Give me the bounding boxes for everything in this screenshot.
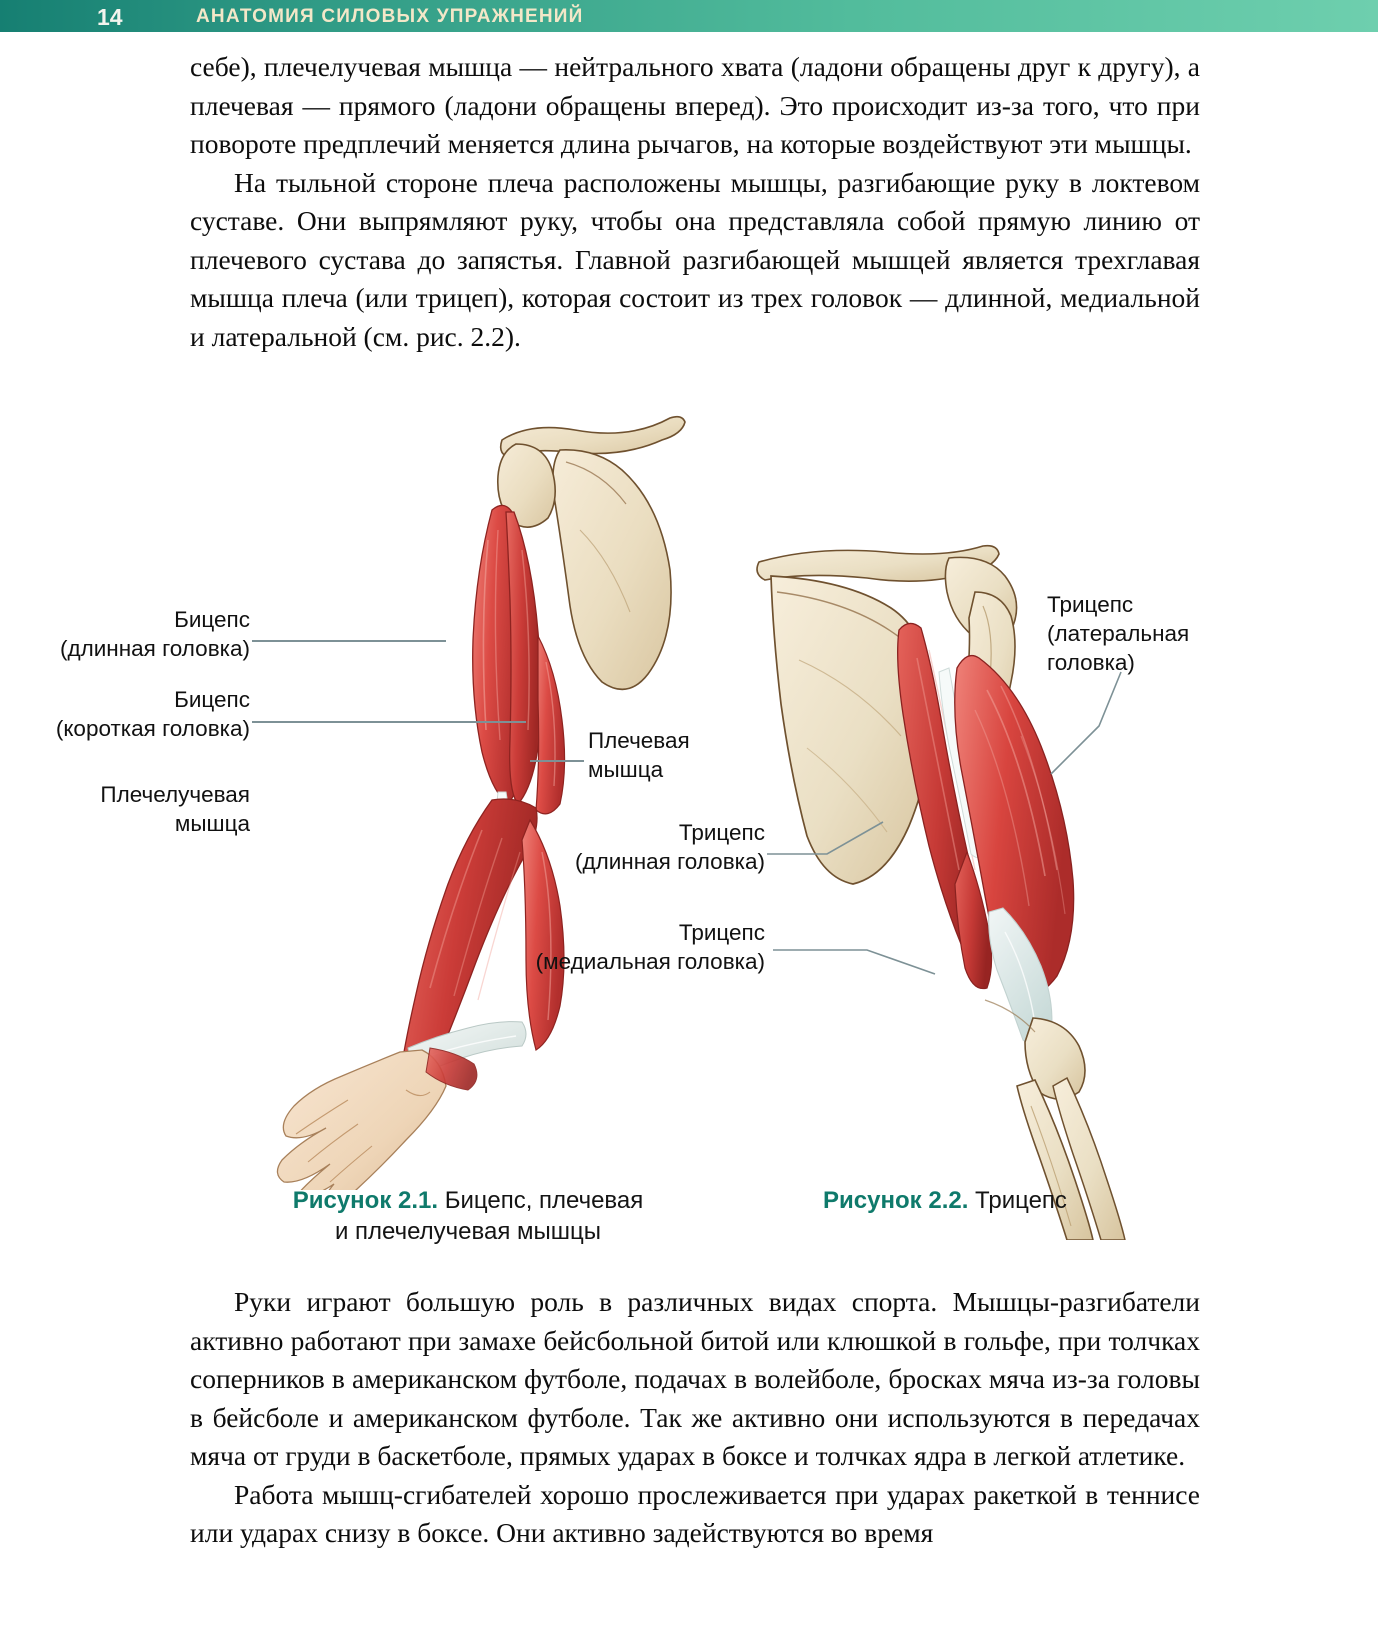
leader-line-biceps-short-head <box>252 721 526 723</box>
label-line: Плечелучевая <box>100 782 250 807</box>
leader-line-triceps-long-head <box>767 821 884 855</box>
label-line: (длинная головка) <box>59 636 250 661</box>
label-line: головка) <box>1047 650 1135 675</box>
label-line: мышца <box>588 757 664 782</box>
caption-number: Рисунок 2.1. <box>292 1187 439 1214</box>
running-header: 14 АНАТОМИЯ СИЛОВЫХ УПРАЖНЕНИЙ <box>0 0 1378 32</box>
label-biceps-short-head: Бицепс (короткая головка) <box>0 685 250 743</box>
figure-area: Бицепс (длинная головка) Бицепс (коротка… <box>0 400 1378 1260</box>
label-line: Плечевая <box>588 728 690 753</box>
paragraph: На тыльной стороне плеча расположены мыш… <box>190 166 1200 352</box>
caption-line: Рисунок 2.1. Бицепс, плечевая <box>228 1185 708 1216</box>
caption-number: Рисунок 2.2. <box>823 1187 969 1214</box>
label-brachioradialis: Плечелучевая мышца <box>15 780 250 838</box>
label-line: Бицепс <box>174 607 250 632</box>
label-line: Трицепс <box>678 820 765 845</box>
label-line: Трицепс <box>1047 592 1134 617</box>
label-line: (медиальная головка) <box>535 949 765 974</box>
figure-2-2: Трицепс (латеральная головка) Трицепс (д… <box>536 540 1189 1240</box>
label-triceps-lateral-head: Трицепс (латеральная головка) <box>1047 590 1257 677</box>
caption-figure-2-1: Рисунок 2.1. Бицепс, плечевая и плечелуч… <box>228 1185 708 1247</box>
label-triceps-medial-head: Трицепс (медиальная головка) <box>515 918 765 976</box>
leader-line-triceps-medial-head <box>773 949 936 975</box>
paragraph: себе), плечелучевая мышца — нейтрального… <box>190 51 1200 159</box>
caption-text: Бицепс, плечевая <box>438 1187 644 1214</box>
label-brachialis: Плечевая мышца <box>588 726 768 784</box>
leader-line-triceps-lateral-head <box>1050 671 1122 775</box>
label-line: (латеральная <box>1047 621 1190 646</box>
leader-line-brachialis <box>530 760 584 762</box>
label-triceps-long-head: Трицепс (длинная головка) <box>515 818 765 876</box>
paragraph: Работа мышц-сгибателей хорошо прослежива… <box>190 1478 1200 1549</box>
label-line: (длинная головка) <box>574 849 765 874</box>
body-text-top: себе), плечелучевая мышца — нейтрального… <box>190 48 1200 356</box>
paragraph: Руки играют большую роль в различных вид… <box>190 1286 1200 1471</box>
label-line: Трицепс <box>678 920 765 945</box>
page-number: 14 <box>97 4 123 30</box>
arm-extensors-drawing <box>756 544 1126 1240</box>
label-line: мышца <box>174 811 250 836</box>
leader-line-biceps-long-head <box>252 640 446 642</box>
figure-2-1: Бицепс (длинная головка) Бицепс (коротка… <box>56 400 700 1190</box>
arm-flexors-drawing <box>276 415 686 1190</box>
caption-text: Трицепс <box>968 1187 1067 1214</box>
label-biceps-long-head: Бицепс (длинная головка) <box>0 605 250 663</box>
label-line: Бицепс <box>174 687 250 712</box>
label-line: (короткая головка) <box>55 716 250 741</box>
body-text-bottom: Руки играют большую роль в различных вид… <box>190 1283 1200 1553</box>
caption-figure-2-2: Рисунок 2.2. Трицепс <box>790 1185 1100 1216</box>
caption-line: Рисунок 2.2. Трицепс <box>790 1185 1100 1216</box>
caption-line: и плечелучевая мышцы <box>334 1218 602 1245</box>
header-title: АНАТОМИЯ СИЛОВЫХ УПРАЖНЕНИЙ <box>196 6 584 27</box>
